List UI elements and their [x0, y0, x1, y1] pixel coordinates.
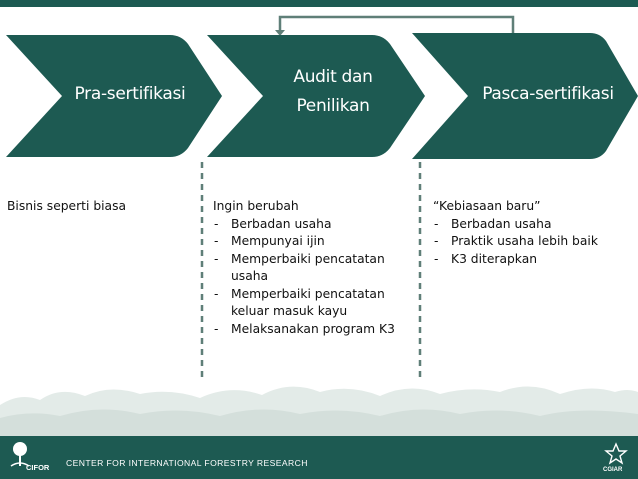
column-pra: Bisnis seperti biasa	[7, 198, 126, 216]
column-audit: Ingin berubah -Berbadan usaha -Mempunyai…	[213, 198, 418, 338]
process-diagram	[0, 15, 638, 436]
feedback-loop-line	[278, 15, 515, 33]
footer-bar	[0, 436, 638, 479]
column-pasca: “Kebiasaan baru” -Berbadan usaha -Prakti…	[433, 198, 633, 268]
column-heading: “Kebiasaan baru”	[433, 199, 541, 213]
cgiar-logo-icon	[604, 442, 628, 465]
column-heading: Ingin berubah	[213, 199, 299, 213]
chevron-pra-sertifikasi	[6, 35, 222, 157]
chevron-pasca-sertifikasi	[412, 33, 638, 159]
footer-org-name: CENTER FOR INTERNATIONAL FORESTRY RESEAR…	[66, 458, 308, 468]
forest-silhouette-front	[0, 409, 638, 436]
chevron-audit-penilikan	[207, 35, 425, 157]
list-item: -Berbadan usaha	[214, 216, 332, 231]
column-heading: Bisnis seperti biasa	[7, 199, 127, 213]
stage-label-3: Pasca-sertifikasi	[482, 84, 614, 104]
list-item: -K3 diterapkan	[434, 251, 538, 266]
feedback-arrowhead-icon	[275, 30, 285, 36]
list-item: -Mempunyai ijin	[214, 234, 325, 248]
list-item: -Praktik usaha lebih baik	[434, 234, 598, 248]
cgiar-logo-text: CGIAR	[603, 467, 623, 473]
stage-label-2: Audit dan Penilikan	[293, 67, 373, 116]
cifor-tree-logo-icon	[10, 442, 30, 467]
cifor-logo-text: CIFOR	[26, 463, 50, 472]
list-item: -Melaksanakan program K3	[214, 321, 395, 336]
stage-label-1: Pra-sertifikasi	[74, 84, 186, 104]
top-bar	[0, 0, 638, 7]
list-item: -Berbadan usaha	[434, 216, 552, 231]
